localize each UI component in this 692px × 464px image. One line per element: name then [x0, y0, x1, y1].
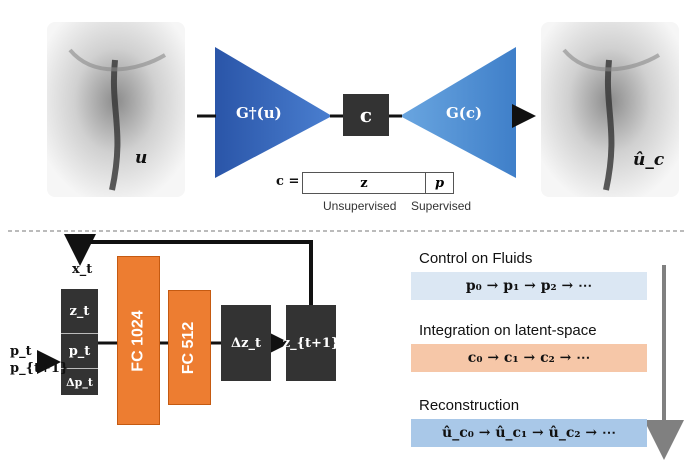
output-field-label: û_c	[633, 150, 665, 170]
stack-cell-z: z_t	[61, 289, 98, 334]
latent-p-cell: p	[434, 175, 445, 191]
sequence-bar-reconstruction: û_c₀ → û_c₁ → û_c₂ → ⋯	[411, 419, 647, 447]
sequence-bar-integration: c₀ → c₁ → c₂ → ⋯	[411, 344, 647, 372]
decomposition-prefix: c =	[276, 174, 300, 189]
fc-512-layer: FC 512	[168, 290, 211, 405]
side-input-pt: p_t	[10, 344, 32, 359]
supervised-caption: Supervised	[411, 199, 472, 213]
section-title-integration: Integration on latent-space	[419, 322, 597, 339]
fc-1024-label: FC 1024	[129, 309, 147, 372]
section-title-reconstruction: Reconstruction	[419, 397, 520, 414]
stack-top-label: x_t	[72, 262, 93, 277]
input-field-label: u	[135, 148, 148, 168]
fluid-image-output	[541, 22, 679, 197]
latent-decomposition: z p	[302, 172, 454, 194]
section-title-control: Control on Fluids	[419, 250, 533, 267]
latent-z-cell: z	[303, 173, 426, 193]
side-input-pt1: p_{t+1}	[10, 361, 69, 376]
decoder-shape	[400, 47, 516, 178]
fc-1024-layer: FC 1024	[117, 256, 160, 425]
encoder-label: G†(u)	[236, 104, 282, 122]
unsupervised-caption: Unsupervised	[323, 199, 397, 213]
latent-code-box: c	[343, 94, 389, 136]
stack-cell-p: p_t	[61, 334, 98, 369]
delta-z-box: Δz_t	[221, 305, 271, 381]
z-next-box: z_{t+1}	[283, 305, 339, 381]
decoder-label: G(c)	[446, 104, 483, 122]
fluid-image-input	[47, 22, 185, 197]
input-stack: z_t p_t Δp_t	[61, 289, 98, 395]
stack-cell-delta-p: Δp_t	[61, 369, 98, 395]
sequence-bar-control: p₀ → p₁ → p₂ → ⋯	[411, 272, 647, 300]
fc-512-label: FC 512	[180, 321, 198, 374]
encoder-shape	[215, 47, 332, 178]
side-inputs: p_t p_{t+1}	[10, 343, 68, 377]
